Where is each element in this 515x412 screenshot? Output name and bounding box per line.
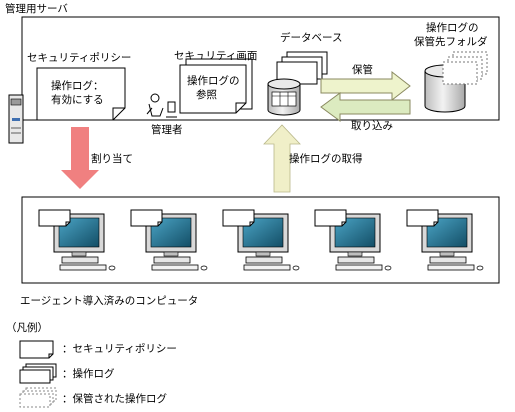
storage-folder-icon <box>424 51 488 113</box>
legend-item-operation-log: ：操作ログ <box>62 368 115 380</box>
assign-label: 割り当て <box>91 153 133 165</box>
agent-policy-note-icon <box>38 209 71 227</box>
agent-policy-note-icon <box>130 209 163 227</box>
legend-item-stored-log: ：保管された操作ログ <box>62 393 167 405</box>
legend-title: （凡例） <box>6 322 48 334</box>
server-title: 管理用サーバ <box>5 3 68 15</box>
legend-policy-icon <box>19 340 54 359</box>
server-tower-icon <box>8 94 24 144</box>
screen-note-line-1: 操作ログの <box>187 75 240 87</box>
database-icon <box>267 78 301 116</box>
agent-computer-icon <box>329 213 392 271</box>
store-label: 保管 <box>352 64 373 76</box>
agent-policy-note-icon <box>222 209 255 227</box>
assign-arrow <box>61 127 99 189</box>
operation-log-icon <box>179 58 253 114</box>
acquire-arrow <box>263 124 301 193</box>
import-arrow <box>320 92 411 122</box>
database-log-stack-icon <box>276 51 328 85</box>
legend-item-policy: ：セキュリティポリシー <box>62 343 177 355</box>
policy-note-line-2: 有効にする <box>51 94 104 106</box>
acquire-label: 操作ログの取得 <box>289 153 363 165</box>
screen-note-line-2: 参照 <box>196 89 217 101</box>
import-label: 取り込み <box>351 120 393 132</box>
agents-label: エージェント導入済みのコンピュータ <box>20 295 199 307</box>
administrator-icon <box>146 93 177 118</box>
storage-label-line-1: 操作ログの <box>426 22 479 34</box>
admin-label: 管理者 <box>151 124 183 136</box>
policy-note-icon <box>36 67 126 121</box>
legend-operation-log-icon <box>19 363 57 384</box>
agent-policy-note-icon <box>406 209 439 227</box>
legend-stored-log-icon <box>19 387 57 408</box>
policy-note-line-1: 操作ログ： <box>51 80 104 92</box>
security-screen-label: セキュリティ画面 <box>174 50 258 62</box>
security-policy-label: セキュリティポリシー <box>27 52 132 64</box>
store-arrow <box>320 70 411 102</box>
storage-label-line-2: 保管先フォルダ <box>414 36 488 48</box>
agent-policy-note-icon <box>314 209 347 227</box>
database-label: データベース <box>280 32 343 44</box>
